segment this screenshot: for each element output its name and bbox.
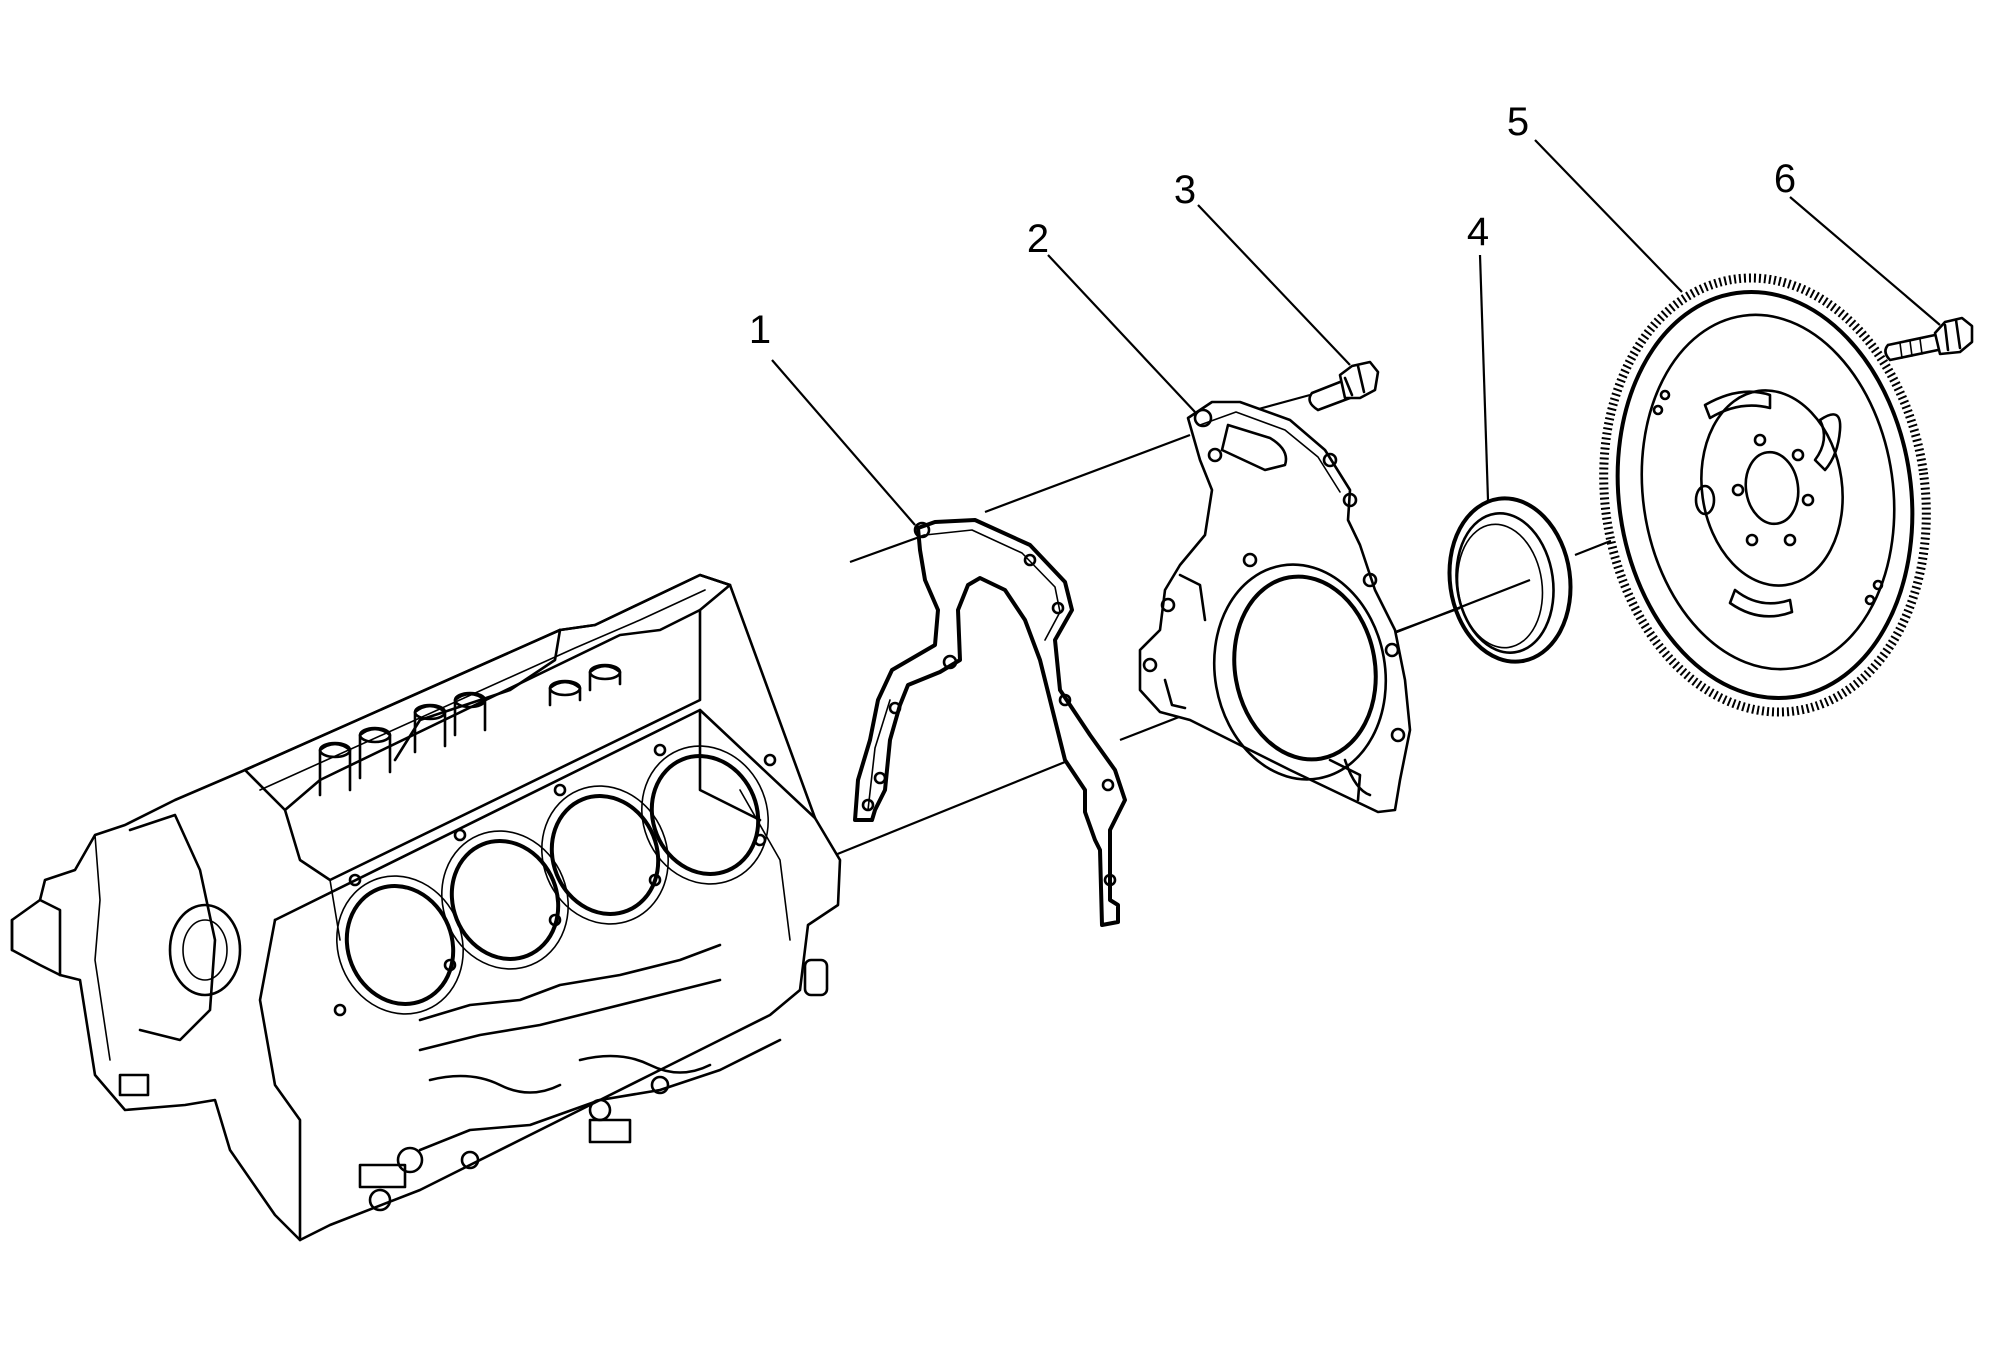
- rear-cover-housing: [1138, 400, 1412, 814]
- callout-5: 5: [1507, 100, 1529, 144]
- engine-block: [10, 573, 842, 1242]
- callout-4: 4: [1467, 210, 1489, 254]
- flywheel-bolt: [1884, 316, 1974, 362]
- head-bolt-holes: [333, 743, 777, 1017]
- callout-leaders: [771, 139, 1941, 526]
- callout-2: 2: [1027, 217, 1049, 261]
- callout-1: 1: [749, 308, 771, 352]
- crankcase-detail: [358, 943, 782, 1212]
- rear-cover-gasket: [853, 518, 1127, 927]
- callout-3: 3: [1174, 168, 1196, 212]
- callout-6: 6: [1774, 157, 1796, 201]
- flywheel: [1599, 273, 1931, 717]
- cylinder-bores: [336, 745, 769, 1015]
- cover-bolt: [1308, 360, 1380, 412]
- callout-labels: 1 2 3 4 5 6: [749, 100, 1796, 352]
- rear-main-seal: [1447, 496, 1573, 664]
